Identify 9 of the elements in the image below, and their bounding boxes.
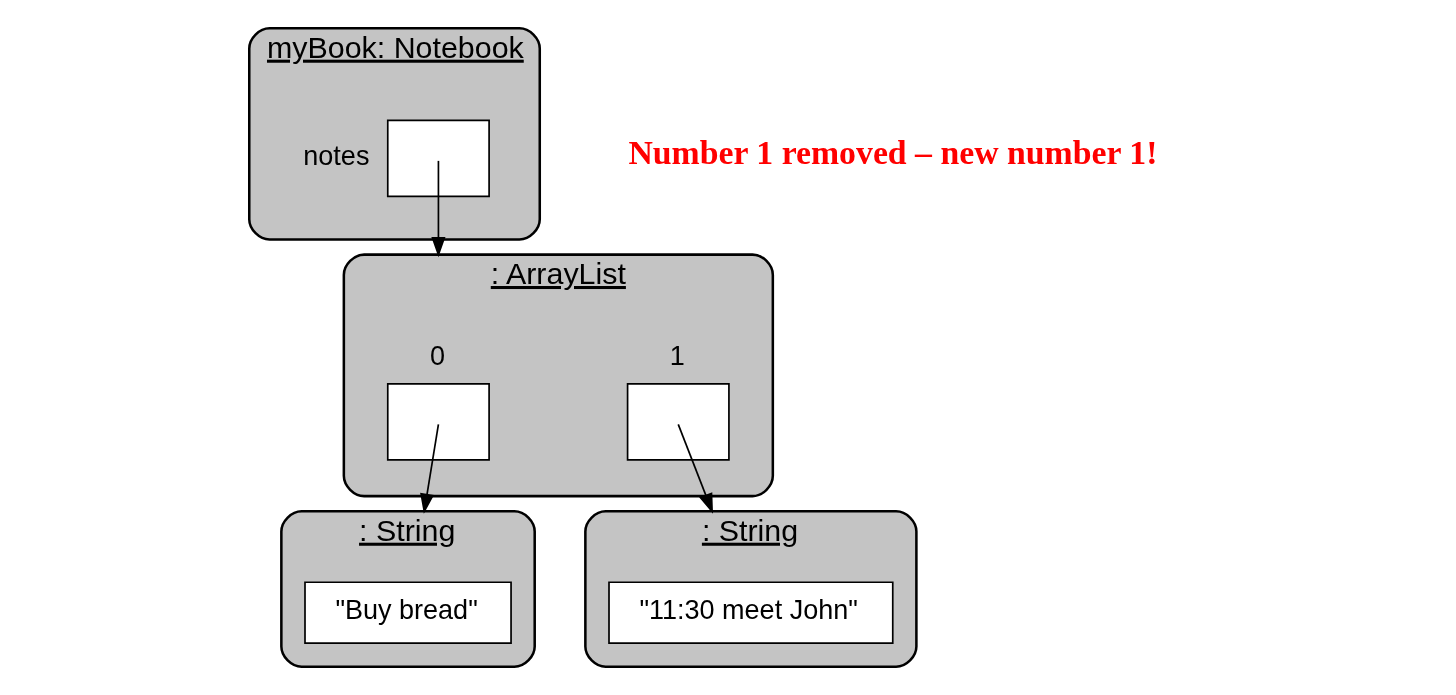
arrow bbox=[676, 423, 713, 514]
node-label: 0 bbox=[429, 340, 445, 371]
node-box: "Buy bread" bbox=[303, 581, 512, 644]
node-box: "11:30 meet John" bbox=[607, 581, 894, 644]
arrow bbox=[430, 160, 446, 258]
node-label: notes bbox=[302, 140, 369, 171]
arrow bbox=[419, 423, 439, 514]
label: Number 1 removed – new number 1! bbox=[627, 134, 1157, 172]
node-label: 1 bbox=[669, 340, 685, 371]
